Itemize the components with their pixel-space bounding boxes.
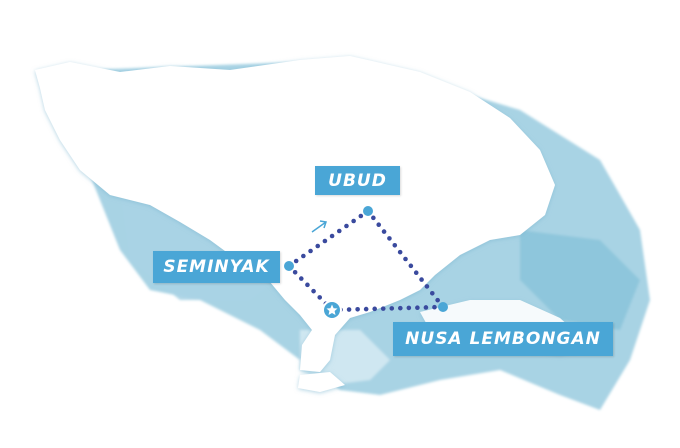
route-dot (351, 218, 356, 224)
route-dot (292, 269, 298, 275)
route-dot (322, 238, 328, 244)
route-dot (381, 229, 387, 234)
route-dot (435, 297, 440, 303)
route-dot (317, 295, 323, 300)
route-dot (413, 270, 419, 276)
route-dot (363, 306, 369, 312)
route-dot (308, 248, 313, 254)
route-dot (408, 263, 414, 269)
route-dot (423, 305, 429, 310)
route-dot (372, 306, 377, 312)
route-dot (403, 256, 408, 262)
route-dot (301, 253, 306, 259)
route-dot (315, 243, 321, 249)
nusa-lembongan-marker[interactable] (438, 302, 448, 312)
route-dot (415, 305, 420, 310)
seminyak-marker[interactable] (284, 261, 294, 271)
route-dot (311, 288, 316, 294)
route-dot (344, 223, 349, 229)
route-dot (293, 258, 299, 264)
route-dot (398, 305, 403, 311)
route-dot (336, 228, 342, 234)
route-dot (376, 222, 382, 228)
route-dot (387, 236, 392, 241)
route-dot (298, 276, 304, 281)
route-dot (392, 242, 398, 248)
route-dot (355, 307, 360, 312)
label-seminyak: SEMINYAK (153, 251, 280, 283)
route-dot (419, 277, 424, 282)
label-ubud: UBUD (315, 166, 400, 195)
direction-arrow-icon (311, 220, 327, 233)
star-icon (326, 304, 338, 315)
route-dot (389, 306, 395, 311)
label-nusa-lembongan: NUSA LEMBONGAN (393, 322, 613, 356)
route-dot (358, 213, 364, 219)
route-dot (371, 215, 376, 221)
ubud-marker[interactable] (363, 206, 373, 216)
route-dot (429, 290, 435, 296)
route-dot (305, 282, 310, 288)
route-dot (329, 233, 335, 239)
route-dot (432, 304, 437, 310)
route-dot (346, 307, 352, 312)
route-dot (406, 305, 412, 311)
route-dot (380, 306, 386, 311)
route-dot (424, 284, 430, 289)
route-dot (397, 249, 403, 255)
